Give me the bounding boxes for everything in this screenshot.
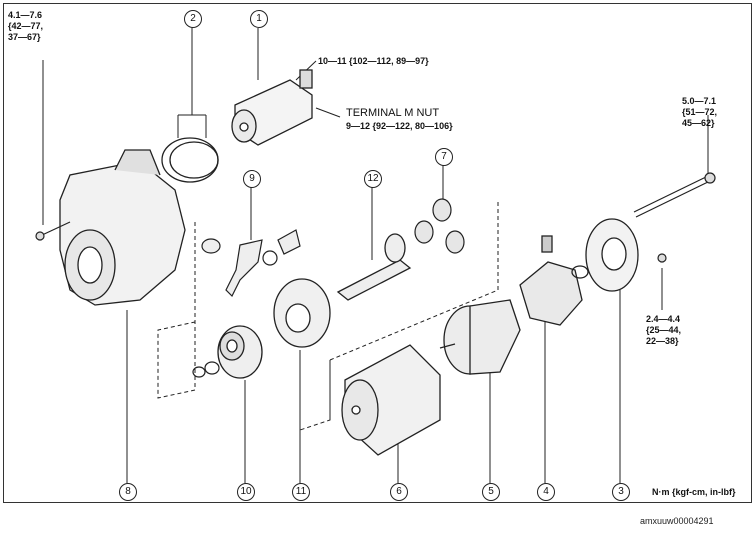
torque-spec-solenoid: 10—11 {102—112, 89—97} — [318, 56, 429, 66]
callout-11: 11 — [292, 483, 310, 501]
terminal-m-nut-torque: 9—12 {92—122, 80—106} — [346, 121, 453, 131]
torque-spec-front-bolt: 4.1—7.6 {42—77, 37—67} — [8, 10, 44, 42]
callout-8: 8 — [119, 483, 137, 501]
terminal-m-nut-label: TERMINAL M NUT — [346, 107, 440, 119]
callout-2: 2 — [184, 10, 202, 28]
units-label: N·m {kgf-cm, in-lbf} — [652, 487, 736, 497]
callout-3: 3 — [612, 483, 630, 501]
callout-6: 6 — [390, 483, 408, 501]
diagram-frame — [3, 3, 752, 503]
callout-12: 12 — [364, 170, 382, 188]
callout-4: 4 — [537, 483, 555, 501]
callout-7: 7 — [435, 148, 453, 166]
callout-5: 5 — [482, 483, 500, 501]
callout-1: 1 — [250, 10, 268, 28]
image-code: amxuuw00004291 — [640, 516, 714, 526]
torque-spec-rear-screw: 2.4—4.4 {25—44, 22—38} — [646, 314, 682, 346]
callout-9: 9 — [243, 170, 261, 188]
callout-10: 10 — [237, 483, 255, 501]
torque-spec-through-bolt: 5.0—7.1 {51—72, 45—62} — [682, 96, 718, 128]
